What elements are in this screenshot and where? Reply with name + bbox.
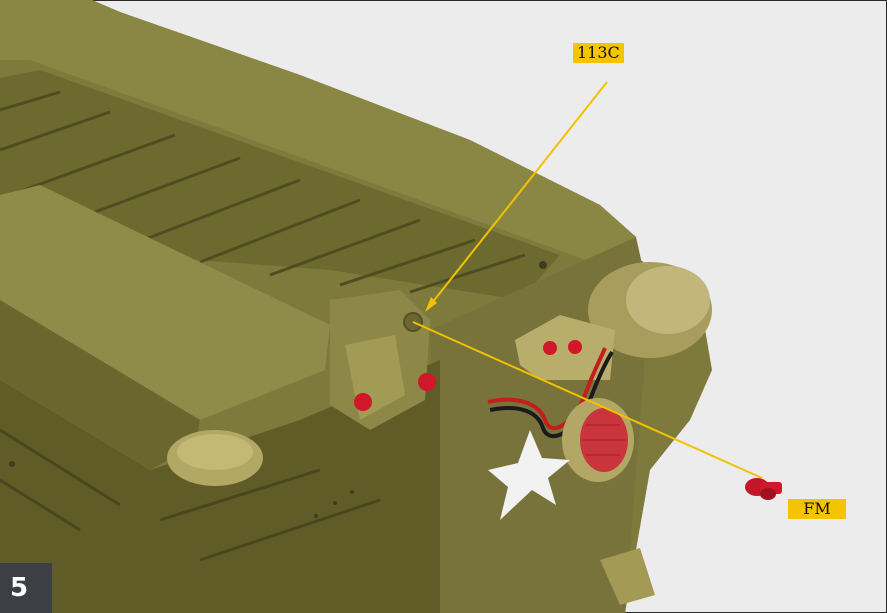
cross-beam-side <box>0 300 200 470</box>
callout-113c: 113C <box>573 43 624 63</box>
screw-fm <box>745 478 782 500</box>
leader-arrow-113c <box>425 297 437 312</box>
star-decal <box>488 430 570 520</box>
cleat <box>600 548 655 605</box>
red-bolts <box>354 340 582 411</box>
lower-deck <box>0 360 440 613</box>
rivet-holes <box>9 261 547 518</box>
hull-top-frame <box>0 0 636 265</box>
reflector-texture <box>582 424 626 456</box>
leader-line-fm <box>412 321 763 479</box>
callout-fm: FM <box>788 499 846 519</box>
light-bracket <box>515 315 615 380</box>
wire-red <box>487 347 607 430</box>
lower-deck-ribs <box>0 428 381 562</box>
leader-line-113c <box>427 81 608 309</box>
cross-beam <box>0 185 330 420</box>
light-housing-lens <box>626 266 710 334</box>
tow-hook-highlight <box>177 434 253 470</box>
step-number-badge: 5 <box>0 563 52 613</box>
